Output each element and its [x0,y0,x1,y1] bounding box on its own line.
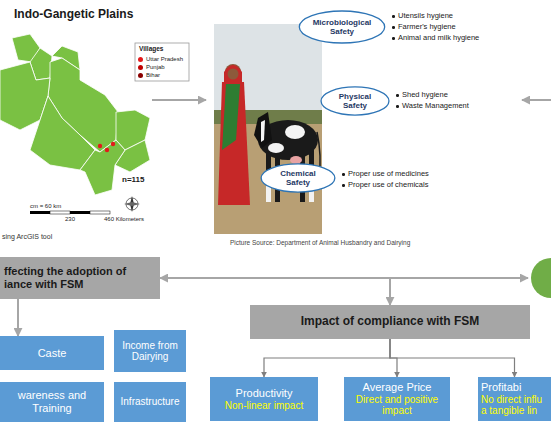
bullet-text: Utensils hygiene [398,12,453,20]
impact-box: ProfitabiNo direct influ a tangible lin [478,377,551,421]
node-subtext: No direct influ a tangible lin [481,394,546,417]
feedback-arrow [522,99,551,101]
factor-header-box: ffecting the adoption of iance with FSM [0,257,160,299]
node-text-group: Income from Dairying [118,340,182,363]
node-text: Caste [4,347,100,360]
ellipse-shape [299,11,384,43]
node-text: wareness and Training [4,389,100,414]
impact-box: Average PriceDirect and positive impact [344,377,450,421]
node-subtext: Direct and positive impact [348,394,446,417]
node-text-group: Microbiological Safety [309,18,375,36]
bullet-dot [342,173,345,176]
factor-box: Infrastructure [114,382,186,422]
bullet-dot [392,37,395,40]
node-text-group: wareness and Training [4,389,100,414]
legend-swatch [138,65,143,70]
node-text: Chemical Safety [270,169,326,187]
village-dots [98,142,115,152]
bullet-dot [396,105,399,108]
legend-text: Uttar Pradesh [146,56,183,62]
map-label: sing ArcGIS tool [2,233,52,241]
legend-swatch [138,57,143,62]
legend: Uttar PradeshPunjabBihar [138,55,183,79]
map-arrow [152,99,206,101]
node-subtext: Non-linear impact [214,400,314,412]
safety-ellipse: Chemical Safety [260,163,336,193]
map-label: Villages [139,45,163,52]
map-label: 230 [65,216,75,223]
bullet-dot [392,15,395,18]
bullet-text: Waste Management [402,102,469,110]
legend-row: Bihar [138,71,183,79]
bullet-text: Proper use of chemicals [348,181,428,189]
bullet-text: Shed hygiene [402,91,448,99]
compass [124,196,140,212]
legend-text: Punjab [146,64,165,70]
node-text: Microbiological Safety [309,18,375,36]
node-text-group: ProfitabiNo direct influ a tangible lin [481,381,546,417]
map-label: cm = 60 km [30,203,61,210]
node-text-group: Average PriceDirect and positive impact [348,381,446,417]
node-text-group: Infrastructure [118,396,182,408]
node-text: Productivity [214,387,314,400]
impact-header-box: Impact of compliance with FSM [250,305,530,339]
bullet-text: Farmer's hygiene [398,23,456,31]
legend-swatch [138,73,143,78]
node-text-group: Chemical Safety [270,169,326,187]
connector [160,278,390,305]
node-text-group: ffecting the adoption of iance with FSM [4,265,144,290]
title: Indo-Gangetic Plains [14,8,133,21]
impact-box: ProductivityNon-linear impact [210,377,318,421]
connector [17,299,19,336]
bullet-dot [396,94,399,97]
legend-box [135,43,189,81]
node-text: Physical Safety [329,92,381,110]
connector [390,339,515,377]
map-label: n=115 [122,176,144,185]
double-arrow-extension [390,277,528,279]
map-label: Picture Source: Department of Animal Hus… [230,239,410,246]
safety-ellipse: Microbiological Safety [298,10,386,44]
bullet-dot [392,26,395,29]
bullet-text: Proper use of medicines [348,170,429,178]
map [0,34,150,195]
ellipse-shape [261,164,335,192]
node-text-group: Physical Safety [329,92,381,110]
node-text: Impact of compliance with FSM [256,315,524,329]
scale-bar [30,211,110,214]
safety-ellipse: Physical Safety [320,86,390,116]
node-text-group: Impact of compliance with FSM [256,315,524,329]
goal-ellipse [531,258,551,298]
bullet-dot [342,184,345,187]
node-text-group: Caste [4,347,100,360]
node-text: Average Price [348,381,446,394]
legend-row: Punjab [138,63,183,71]
factor-box: wareness and Training [0,382,104,422]
factor-box: Caste [0,336,104,370]
node-text: Infrastructure [118,396,182,408]
ellipse-shape [321,87,389,115]
photo [214,24,322,234]
factor-box: Income from Dairying [114,330,186,372]
connector [264,339,390,377]
legend-row: Uttar Pradesh [138,55,183,63]
node-text: Profitabi [481,381,546,394]
bullet-text: Animal and milk hygiene [398,34,479,42]
legend-text: Bihar [146,72,160,78]
node-text-group: ProductivityNon-linear impact [214,387,314,411]
map-label: 460 Kilometers [104,216,144,223]
node-text: ffecting the adoption of iance with FSM [4,265,144,290]
node-text: Income from Dairying [118,340,182,363]
